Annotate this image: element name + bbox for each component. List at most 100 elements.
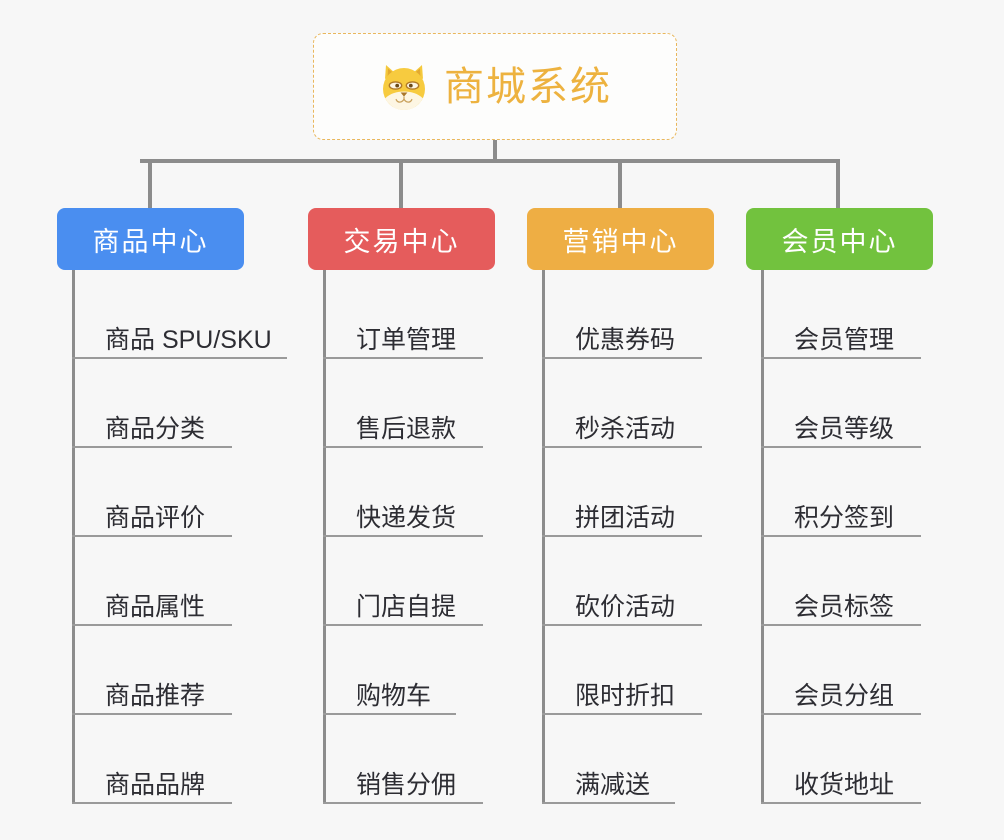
leaf-item-rule (761, 624, 921, 626)
branch-header-label: 营销中心 (562, 226, 679, 257)
leaf-item-label: 限时折扣 (575, 681, 676, 710)
leaf-item[interactable]: 限时折扣 (527, 626, 714, 715)
leaf-item-label: 商品分类 (105, 414, 206, 443)
leaf-item-rule (323, 357, 483, 359)
connector-drop-4 (836, 159, 840, 209)
leaf-item-label: 满减送 (575, 770, 651, 799)
branch-header-marketing-center[interactable]: 营销中心 (527, 208, 714, 270)
connector-horizontal-bus (140, 159, 840, 163)
leaf-item[interactable]: 会员等级 (746, 359, 933, 448)
connector-root-stem (493, 140, 497, 162)
root-title: 商城系统 (444, 64, 612, 109)
leaf-item-label: 订单管理 (356, 325, 457, 354)
connector-drop-2 (399, 159, 403, 209)
leaf-item-rule (542, 446, 702, 448)
root-node[interactable]: 商城系统 (313, 33, 677, 140)
leaf-item[interactable]: 积分签到 (746, 448, 933, 537)
connector-drop-3 (618, 159, 622, 209)
branch-header-product-center[interactable]: 商品中心 (57, 208, 244, 270)
leaf-item[interactable]: 购物车 (308, 626, 495, 715)
leaf-item-label: 砍价活动 (575, 592, 676, 621)
leaf-item-rule (72, 446, 232, 448)
leaf-item-rule (72, 802, 232, 804)
leaf-item[interactable]: 会员分组 (746, 626, 933, 715)
branch-items-member-center: 会员管理会员等级积分签到会员标签会员分组收货地址 (746, 270, 933, 804)
leaf-item[interactable]: 会员管理 (746, 270, 933, 359)
leaf-item-rule (761, 713, 921, 715)
leaf-item[interactable]: 销售分佣 (308, 715, 495, 804)
leaf-item[interactable]: 会员标签 (746, 537, 933, 626)
leaf-item-label: 商品 SPU/SKU (105, 325, 272, 354)
shiba-dog-icon (383, 64, 425, 110)
leaf-item-rule (323, 713, 456, 715)
leaf-item-rule (761, 357, 921, 359)
leaf-item[interactable]: 满减送 (527, 715, 714, 804)
leaf-item[interactable]: 售后退款 (308, 359, 495, 448)
leaf-item[interactable]: 订单管理 (308, 270, 495, 359)
leaf-item[interactable]: 砍价活动 (527, 537, 714, 626)
leaf-item[interactable]: 拼团活动 (527, 448, 714, 537)
leaf-item[interactable]: 快递发货 (308, 448, 495, 537)
leaf-item[interactable]: 收货地址 (746, 715, 933, 804)
leaf-item-label: 会员标签 (794, 592, 895, 621)
leaf-item-rule (72, 624, 232, 626)
leaf-item-label: 商品评价 (105, 503, 206, 532)
branch-member-center: 会员中心会员管理会员等级积分签到会员标签会员分组收货地址 (746, 208, 933, 804)
leaf-item-rule (323, 446, 483, 448)
leaf-item-rule (323, 802, 483, 804)
leaf-item-rule (542, 713, 702, 715)
leaf-item-label: 优惠券码 (575, 325, 676, 354)
leaf-item-rule (323, 535, 483, 537)
leaf-item-rule (761, 446, 921, 448)
leaf-item-label: 销售分佣 (356, 770, 457, 799)
branch-spine (72, 270, 75, 804)
leaf-item-label: 积分签到 (794, 503, 895, 532)
branch-spine (323, 270, 326, 804)
leaf-item-label: 门店自提 (356, 592, 457, 621)
leaf-item[interactable]: 商品属性 (57, 537, 244, 626)
branch-spine (542, 270, 545, 804)
leaf-item-label: 售后退款 (356, 414, 457, 443)
leaf-item-rule (72, 357, 287, 359)
leaf-item-label: 会员等级 (794, 414, 895, 443)
leaf-item-rule (542, 357, 702, 359)
branch-header-member-center[interactable]: 会员中心 (746, 208, 933, 270)
leaf-item[interactable]: 商品分类 (57, 359, 244, 448)
leaf-item[interactable]: 商品 SPU/SKU (57, 270, 287, 359)
leaf-item[interactable]: 优惠券码 (527, 270, 714, 359)
branch-trade-center: 交易中心订单管理售后退款快递发货门店自提购物车销售分佣 (308, 208, 495, 804)
leaf-item-label: 会员管理 (794, 325, 895, 354)
leaf-item-rule (542, 802, 675, 804)
leaf-item[interactable]: 秒杀活动 (527, 359, 714, 448)
leaf-item-label: 商品属性 (105, 592, 206, 621)
leaf-item-label: 收货地址 (794, 770, 895, 799)
leaf-item-rule (761, 535, 921, 537)
leaf-item[interactable]: 商品品牌 (57, 715, 244, 804)
leaf-item-label: 秒杀活动 (575, 414, 676, 443)
branch-marketing-center: 营销中心优惠券码秒杀活动拼团活动砍价活动限时折扣满减送 (527, 208, 714, 804)
leaf-item[interactable]: 商品评价 (57, 448, 244, 537)
branch-header-label: 商品中心 (92, 226, 209, 257)
leaf-item-label: 购物车 (356, 681, 432, 710)
leaf-item-rule (761, 802, 921, 804)
leaf-item-label: 商品品牌 (105, 770, 206, 799)
leaf-item-label: 商品推荐 (105, 681, 206, 710)
branch-header-trade-center[interactable]: 交易中心 (308, 208, 495, 270)
leaf-item-rule (542, 624, 702, 626)
leaf-item-rule (72, 535, 232, 537)
leaf-item-rule (323, 624, 483, 626)
leaf-item[interactable]: 商品推荐 (57, 626, 244, 715)
leaf-item[interactable]: 门店自提 (308, 537, 495, 626)
branch-items-product-center: 商品 SPU/SKU 商品分类商品评价商品属性商品推荐商品品牌 (57, 270, 287, 804)
branch-spine (761, 270, 764, 804)
leaf-item-label: 会员分组 (794, 681, 895, 710)
branch-items-trade-center: 订单管理售后退款快递发货门店自提购物车销售分佣 (308, 270, 495, 804)
leaf-item-rule (542, 535, 702, 537)
branch-product-center: 商品中心商品 SPU/SKU 商品分类商品评价商品属性商品推荐商品品牌 (57, 208, 287, 804)
branch-header-label: 交易中心 (343, 226, 460, 257)
connector-drop-1 (148, 159, 152, 209)
leaf-item-label: 拼团活动 (575, 503, 676, 532)
leaf-item-label: 快递发货 (356, 503, 457, 532)
leaf-item-rule (72, 713, 232, 715)
